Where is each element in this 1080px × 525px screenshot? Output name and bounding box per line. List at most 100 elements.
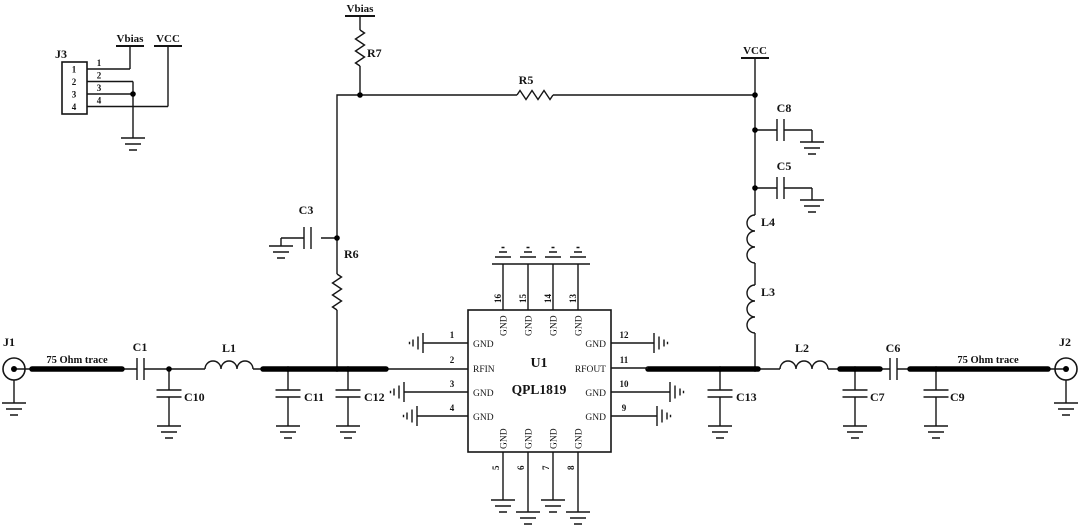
pin-num-9: 9: [622, 403, 627, 413]
c8-label: C8: [777, 101, 792, 115]
j3-pin-4: 4: [72, 102, 77, 112]
l3-label: L3: [761, 285, 775, 299]
c12-label: C12: [364, 390, 385, 404]
c5-label: C5: [777, 159, 792, 173]
junction-dot: [130, 91, 136, 97]
input-trace-label: 75 Ohm trace: [46, 355, 108, 366]
wire-input-net: [13, 368, 468, 403]
pin-label-3: GND: [473, 389, 494, 399]
pin-num-4: 4: [450, 403, 455, 413]
output-chain: C13 L2 C7 C6 C9 75 Ohm trace J2: [708, 335, 1079, 438]
pin-num-3: 3: [450, 379, 455, 389]
ground-icon: [653, 332, 669, 354]
ground-icon: [120, 137, 146, 151]
pin-num-10: 10: [620, 379, 630, 389]
vcc-branch: VCC C8 C5 L4 L3: [743, 45, 825, 334]
pin-label-11: RFOUT: [575, 365, 606, 375]
capacitor-c9: [924, 369, 949, 438]
inductor-l3: [746, 284, 756, 334]
input-chain: J1 75 Ohm trace C1 C10 L1 C11 C12: [1, 335, 385, 438]
l2-label: L2: [795, 341, 809, 355]
pin-label-16: GND: [500, 315, 510, 336]
junction-dot: [852, 366, 858, 372]
ground-icon: [408, 332, 424, 354]
pin-num-5: 5: [491, 465, 501, 470]
ground-icon: [656, 405, 672, 427]
pin-num-8: 8: [566, 465, 576, 470]
j3-wire-1: 1: [97, 58, 102, 68]
c10-label: C10: [184, 390, 205, 404]
pin-num-7: 7: [541, 465, 551, 470]
capacitor-c6: [889, 357, 898, 381]
pin-label-8: GND: [575, 428, 585, 449]
wire-bias-net: [280, 16, 755, 369]
junction-dot: [357, 92, 363, 98]
junction-dot: [285, 366, 291, 372]
junction-dot: [752, 366, 758, 372]
pin-label-1: GND: [473, 340, 494, 350]
c9-label: C9: [950, 390, 965, 404]
capacitor-c11: [276, 369, 301, 438]
junction-dot: [334, 235, 340, 241]
vcc-rail-label: VCC: [743, 45, 767, 57]
pin-label-4: GND: [473, 413, 494, 423]
c11-label: C11: [304, 390, 324, 404]
j3-pin-1: 1: [72, 65, 77, 75]
resistor-r5: [516, 89, 554, 101]
pin-label-12: GND: [585, 340, 606, 350]
pin-label-13: GND: [575, 315, 585, 336]
ground-icon: [540, 499, 566, 513]
j3-ref-label: J3: [55, 47, 67, 61]
ground-icon: [490, 499, 516, 513]
junction-dot: [345, 366, 351, 372]
pin-num-6: 6: [516, 465, 526, 470]
pin-label-6: GND: [525, 428, 535, 449]
pin-num-13: 13: [568, 294, 578, 304]
wire-vcc-net: [754, 58, 813, 369]
junction-dot: [933, 366, 939, 372]
j1-label: J1: [3, 335, 15, 349]
ground-icon: [799, 141, 825, 155]
j3-body: [61, 61, 88, 115]
ground-icon: [565, 511, 591, 525]
j3-wire-3: 3: [97, 83, 102, 93]
pin-label-5: GND: [500, 428, 510, 449]
l1-label: L1: [222, 341, 236, 355]
pin-label-9: GND: [585, 413, 606, 423]
ground-icon: [515, 511, 541, 525]
pin-num-14: 14: [543, 294, 553, 304]
junction-dot: [717, 366, 723, 372]
capacitor-c5: [776, 176, 785, 200]
inductor-l2: [779, 360, 829, 370]
capacitor-c7: [843, 369, 868, 438]
j3-pin-3: 3: [72, 90, 77, 100]
pin-num-2: 2: [450, 355, 455, 365]
ic-ref-label: U1: [530, 356, 547, 371]
ground-icon: [1053, 402, 1079, 416]
j3-wire-2: 2: [97, 71, 102, 81]
ground-icon: [519, 246, 537, 258]
wire-output-net: [758, 368, 1067, 403]
pin-num-15: 15: [518, 294, 528, 304]
c7-label: C7: [870, 390, 885, 404]
ground-icon: [402, 405, 418, 427]
pin-num-11: 11: [620, 355, 629, 365]
vbias-rail-label: Vbias: [117, 33, 145, 45]
ground-icon: [389, 381, 405, 403]
inductor-l1: [204, 360, 254, 370]
ground-icon: [544, 246, 562, 258]
capacitor-c10: [157, 369, 182, 438]
vbias-rail-label: Vbias: [347, 3, 375, 15]
ground-icon: [268, 245, 294, 259]
ground-icon: [494, 246, 512, 258]
junction-dot: [752, 127, 758, 133]
r6-label: R6: [344, 247, 359, 261]
ground-icon: [799, 199, 825, 213]
junction-dot: [334, 366, 340, 372]
wire-j3-net: [87, 46, 169, 138]
bias-network: Vbias R7 R5 R6 C3: [268, 3, 554, 311]
inductor-l4: [746, 214, 756, 264]
r5-label: R5: [519, 73, 534, 87]
